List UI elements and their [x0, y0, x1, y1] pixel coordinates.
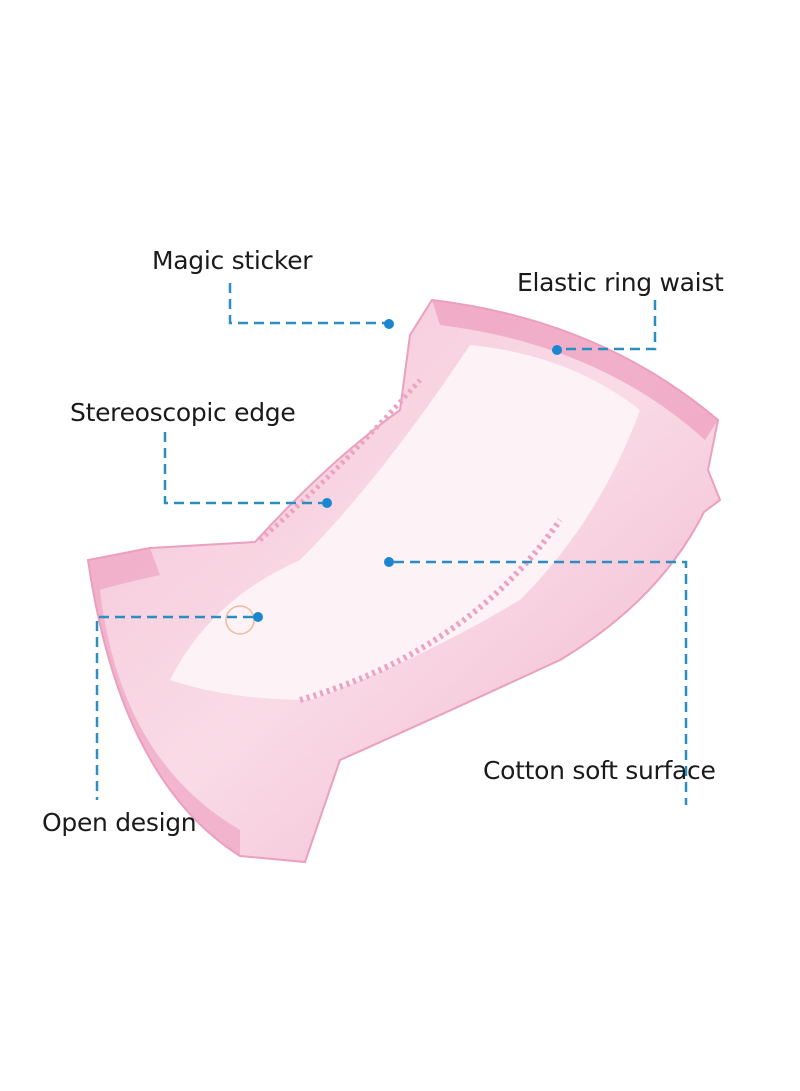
leader-line-open-design	[95, 615, 253, 800]
dot-magic-sticker	[384, 319, 394, 329]
dot-open-design	[253, 612, 263, 622]
callout-dots	[253, 319, 562, 622]
dot-stereoscopic-edge	[322, 498, 332, 508]
diaper-waistband-back	[432, 300, 718, 440]
label-cotton-soft-surface: Cotton soft surface	[483, 756, 716, 785]
label-magic-sticker: Magic sticker	[152, 246, 313, 275]
leader-line-cotton-soft-surface	[394, 560, 688, 805]
absorbent-pad	[170, 345, 640, 700]
stereoscopic-edge-ruffle	[258, 378, 422, 542]
dot-cotton-soft-surface	[384, 557, 394, 567]
dot-elastic-ring-waist	[552, 345, 562, 355]
leader-lines	[95, 283, 688, 805]
label-elastic-ring-waist: Elastic ring waist	[517, 268, 724, 297]
stereoscopic-edge-ruffle-lower	[299, 518, 563, 703]
diaper-illustration	[86, 298, 722, 864]
label-open-design: Open design	[42, 808, 197, 837]
diaper-waistband-front	[88, 548, 240, 856]
label-stereoscopic-edge: Stereoscopic edge	[70, 398, 296, 427]
leader-line-magic-sticker	[228, 283, 385, 325]
leader-line-stereoscopic-edge	[163, 432, 322, 505]
leader-line-elastic-ring-waist	[562, 300, 657, 351]
